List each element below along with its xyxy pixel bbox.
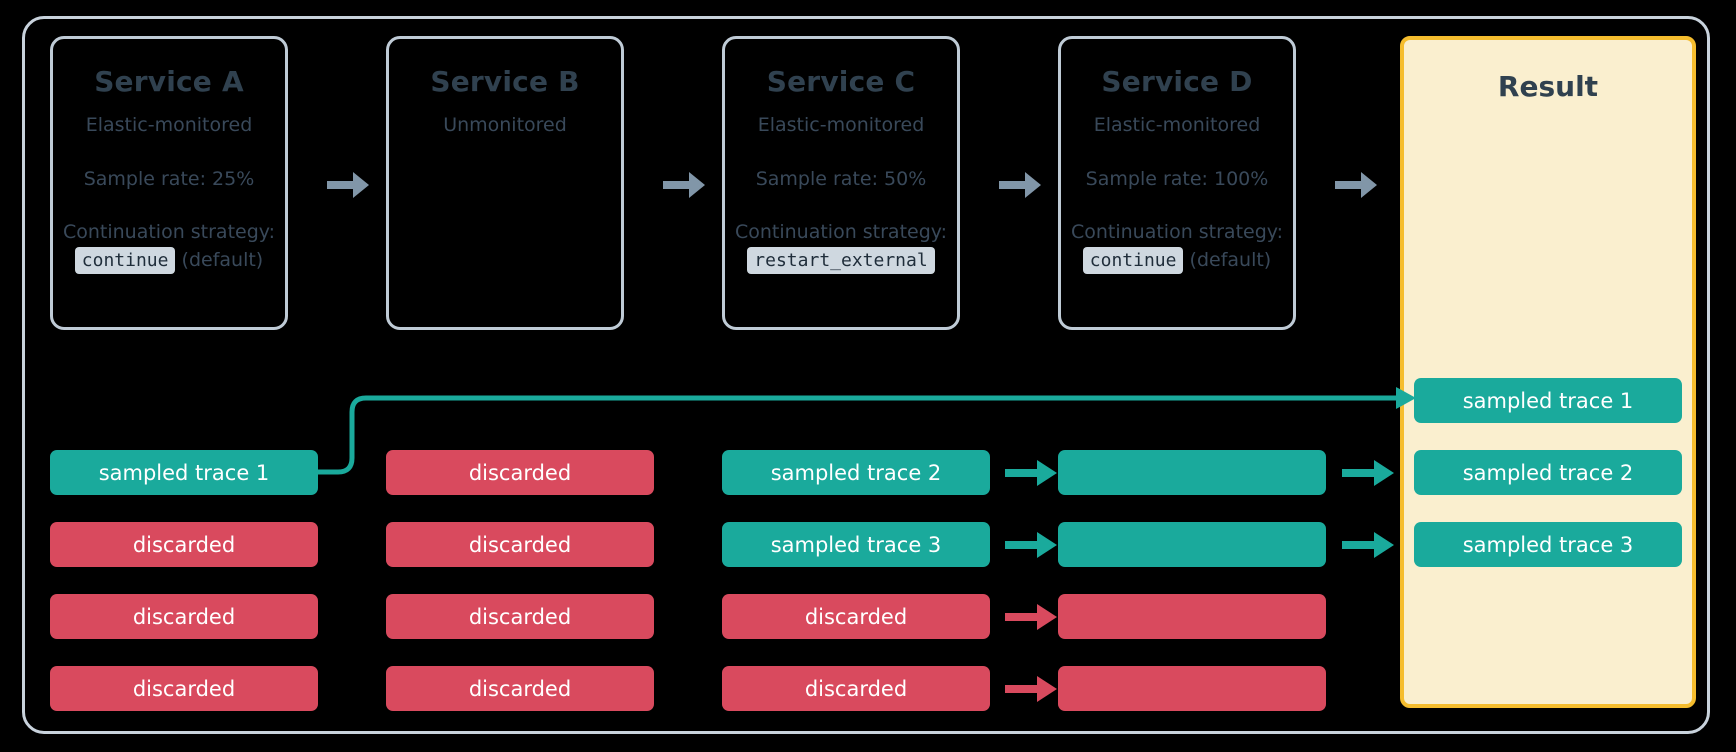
service-card-a: Service A Elastic-monitored Sample rate:… (50, 36, 288, 330)
trace-c-row-1: sampled trace 2 (722, 450, 990, 495)
trace-b-row-1: discarded (386, 450, 654, 495)
result-title: Result (1497, 70, 1599, 103)
arrow-right-icon-a-to-b (327, 172, 369, 198)
service-d-strategy-row: continue (default) (1061, 247, 1293, 274)
trace-b-row-2: discarded (386, 522, 654, 567)
service-b-monitoring: Unmonitored (443, 114, 567, 136)
service-card-c: Service C Elastic-monitored Sample rate:… (722, 36, 960, 330)
service-a-title: Service A (94, 65, 244, 98)
service-c-title: Service C (766, 65, 916, 98)
service-c-strategy-row: restart_external (725, 247, 957, 274)
result-panel: Result (1400, 36, 1696, 708)
service-c-monitoring: Elastic-monitored (757, 114, 925, 136)
trace-d-row-4 (1058, 666, 1326, 711)
trace-d-row-1 (1058, 450, 1326, 495)
arrow-right-icon-c1-to-d1 (1005, 460, 1057, 486)
service-d-strategy-label: Continuation strategy: (1070, 221, 1284, 243)
trace-d-row-2 (1058, 522, 1326, 567)
trace-a-row-1: sampled trace 1 (50, 450, 318, 495)
service-d-strategy-value: continue (1082, 247, 1184, 274)
service-b-title: Service B (430, 65, 580, 98)
trace-a-row-4: discarded (50, 666, 318, 711)
result-item-2: sampled trace 2 (1414, 450, 1682, 495)
service-d-title: Service D (1101, 65, 1253, 98)
service-c-strategy-label: Continuation strategy: (734, 221, 948, 243)
service-a-strategy-value: continue (74, 247, 176, 274)
service-d-monitoring: Elastic-monitored (1093, 114, 1261, 136)
service-c-sample-rate: Sample rate: 50% (755, 168, 927, 190)
arrow-right-icon-d1-to-result2 (1342, 460, 1394, 486)
arrow-right-icon-b-to-c (663, 172, 705, 198)
arrow-right-icon-c3-to-d3 (1005, 604, 1057, 630)
arrow-right-icon-d2-to-result3 (1342, 532, 1394, 558)
trace-c-row-3: discarded (722, 594, 990, 639)
arrow-right-icon-c2-to-d2 (1005, 532, 1057, 558)
result-item-3: sampled trace 3 (1414, 522, 1682, 567)
arrow-right-icon-c-to-d (999, 172, 1041, 198)
service-card-b: Service B Unmonitored (386, 36, 624, 330)
service-a-monitoring: Elastic-monitored (85, 114, 253, 136)
service-a-strategy-row: continue (default) (53, 247, 285, 274)
trace-c-row-4: discarded (722, 666, 990, 711)
trace-b-row-4: discarded (386, 666, 654, 711)
arrow-right-icon-d-to-result (1335, 172, 1377, 198)
trace-b-row-3: discarded (386, 594, 654, 639)
trace-a-row-2: discarded (50, 522, 318, 567)
service-d-strategy-note: (default) (1189, 249, 1272, 271)
trace-d-row-3 (1058, 594, 1326, 639)
trace-a-row-3: discarded (50, 594, 318, 639)
service-card-d: Service D Elastic-monitored Sample rate:… (1058, 36, 1296, 330)
result-item-1: sampled trace 1 (1414, 378, 1682, 423)
arrow-right-icon-c4-to-d4 (1005, 676, 1057, 702)
service-d-sample-rate: Sample rate: 100% (1085, 168, 1269, 190)
service-c-strategy-value: restart_external (747, 247, 935, 274)
service-a-strategy-note: (default) (181, 249, 264, 271)
trace-c-row-2: sampled trace 3 (722, 522, 990, 567)
service-a-strategy-label: Continuation strategy: (62, 221, 276, 243)
service-a-sample-rate: Sample rate: 25% (83, 168, 255, 190)
